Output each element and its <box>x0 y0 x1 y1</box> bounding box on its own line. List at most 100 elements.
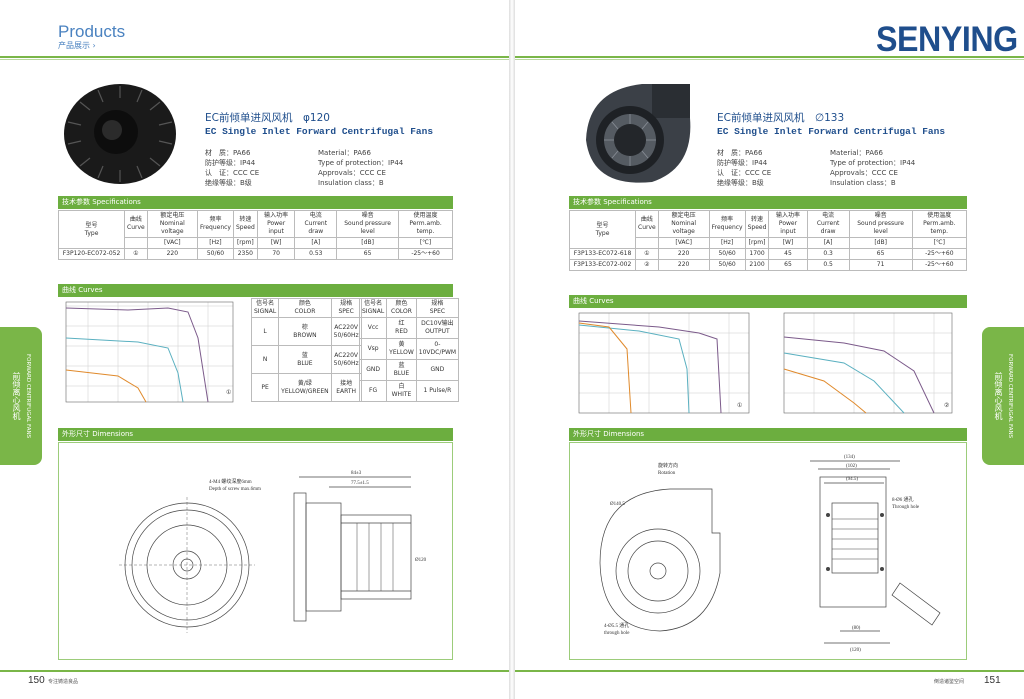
dim-label-84: 84±3 <box>351 471 362 476</box>
props-col-cn: 材 质：PA66 防护等级：IP44 认 证：CCC CE 绝缘等级：B级 <box>717 148 827 188</box>
dim-label-screw: 4-M4 螺纹深度6mm <box>209 478 252 485</box>
product-title-cn: EC前倾单进风风机 ∅133 <box>717 112 845 124</box>
curve-chart-right-2: ② <box>783 312 953 414</box>
curve-bar: 曲线 Curves <box>58 284 453 297</box>
prop-material-cn: 材 质：PA66 <box>205 149 251 157</box>
dim-label-hole-cn: 4-Ø5.5 通孔 <box>604 622 629 629</box>
footer-rule <box>515 670 1024 672</box>
prop-approvals-cn: 认 证：CCC CE <box>717 169 772 177</box>
dim-label-rotation-cn: 旋转方向 <box>658 462 678 469</box>
prop-approvals-en: Approvals：CCC CE <box>318 169 386 177</box>
prop-material-en: Material：PA66 <box>318 149 371 157</box>
footer-rule <box>0 670 509 672</box>
page-number-right: 151 <box>984 675 1001 686</box>
prop-protection-cn: 防护等级：IP44 <box>717 159 768 167</box>
dim-label-dia: Ø120 <box>415 558 427 563</box>
dim-panel-left: 4-M4 螺纹深度6mm Depth of screw max.6mm 84±3… <box>58 442 453 660</box>
right-page: EC前倾单进风风机 ∅133 EC Single Inlet Forward C… <box>512 0 1024 699</box>
product-title-en: EC Single Inlet Forward Centrifugal Fans <box>717 126 946 137</box>
svg-text:①: ① <box>737 402 742 409</box>
props-col-en: Material：PA66 Type of protection：IP44 Ap… <box>830 148 970 188</box>
dim-label-94: (94.5) <box>846 477 858 482</box>
prop-protection-en: Type of protection：IP44 <box>318 159 404 167</box>
prop-insulation-en: Insulation class：B <box>318 179 384 187</box>
side-tab-left: 前倾离心风机 FORWARD CENTRIFUGAL FANS <box>0 327 42 465</box>
dim-label-140: Ø140.5 <box>610 502 625 507</box>
prop-insulation-en: Insulation class：B <box>830 179 896 187</box>
dimension-drawing-right: 旋转方向 Rotation Ø140.5 4-Ø5.5 通孔 through h… <box>599 455 941 653</box>
prop-protection-en: Type of protection：IP44 <box>830 159 916 167</box>
dim-label-102: (102) <box>846 464 857 469</box>
page-number-left: 150 <box>28 675 45 686</box>
dim-label-134: (134) <box>844 455 855 460</box>
header-rule-thin <box>0 59 509 60</box>
footer-text-left: 专注铸造良品 <box>48 679 79 685</box>
product-title-en: EC Single Inlet Forward Centrifugal Fans <box>205 126 434 137</box>
spec-bar: 技术参数 Specifications <box>569 196 967 209</box>
dim-bar: 外形尺寸 Dimensions <box>569 428 967 441</box>
dim-label-depth: Depth of screw max.6mm <box>209 487 261 492</box>
spec-bar: 技术参数 Specifications <box>58 196 453 209</box>
brand-logo: SENYING <box>876 20 1018 59</box>
table-row: F3P133-EC072-002 ② 220 50/60 2100 65 0.5… <box>569 259 968 271</box>
prop-approvals-en: Approvals：CCC CE <box>830 169 898 177</box>
page-gutter <box>509 0 515 699</box>
svg-text:②: ② <box>944 402 949 409</box>
fan-image-120 <box>64 84 176 184</box>
prop-insulation-cn: 绝缘等级：B级 <box>717 179 764 187</box>
prop-approvals-cn: 认 证：CCC CE <box>205 169 260 177</box>
dim-label-8hole-en: Through hole <box>892 505 920 510</box>
dim-label-120: (120) <box>850 648 861 653</box>
curve-chart-right-1: ① <box>578 312 750 414</box>
dim-bar: 外形尺寸 Dimensions <box>58 428 453 441</box>
prop-material-en: Material：PA66 <box>830 149 883 157</box>
svg-text:①: ① <box>226 389 231 396</box>
dim-label-rotation-en: Rotation <box>658 471 676 476</box>
dim-label-80: (80) <box>852 626 861 631</box>
prop-protection-cn: 防护等级：IP44 <box>205 159 256 167</box>
side-tab-right: 前倾离心风机 FORWARD CENTRIFUGAL FANS <box>982 327 1024 465</box>
spec-units-row: [VAC] [Hz] [rpm] [W] [A] [dB] [℃] <box>59 237 453 249</box>
dim-label-77: 77.5±1.5 <box>351 481 369 486</box>
section-title: Products <box>58 22 126 41</box>
curve-bar: 曲线 Curves <box>569 295 967 308</box>
left-page: Products 产品展示 › EC前倾单进风风机 φ120 EC Single… <box>0 22 509 686</box>
dim-label-8hole-cn: 8-Ø6 通孔 <box>892 496 914 503</box>
header-rule <box>0 56 509 58</box>
props-col-en: Material：PA66 Type of protection：IP44 Ap… <box>318 148 458 188</box>
header-rule-thin <box>515 59 1024 60</box>
curve-chart-left: ① <box>58 298 248 410</box>
fan-image-133 <box>586 84 691 183</box>
table-row: F3P120-EC072-052 ① 220 50/60 2350 70 0.5… <box>58 248 453 260</box>
header-rule <box>515 56 1024 58</box>
table-row: F3P133-EC072-618 ① 220 50/60 1700 45 0.3… <box>569 248 968 260</box>
dim-label-hole-en: through hole <box>604 631 630 636</box>
footer-text-right: 倒造诸鉴空间 <box>934 679 965 685</box>
prop-material-cn: 材 质：PA66 <box>717 149 763 157</box>
dimension-drawing-left: 4-M4 螺纹深度6mm Depth of screw max.6mm 84±3… <box>119 471 427 633</box>
prop-insulation-cn: 绝缘等级：B级 <box>205 179 252 187</box>
product-title-cn: EC前倾单进风风机 φ120 <box>205 112 330 124</box>
